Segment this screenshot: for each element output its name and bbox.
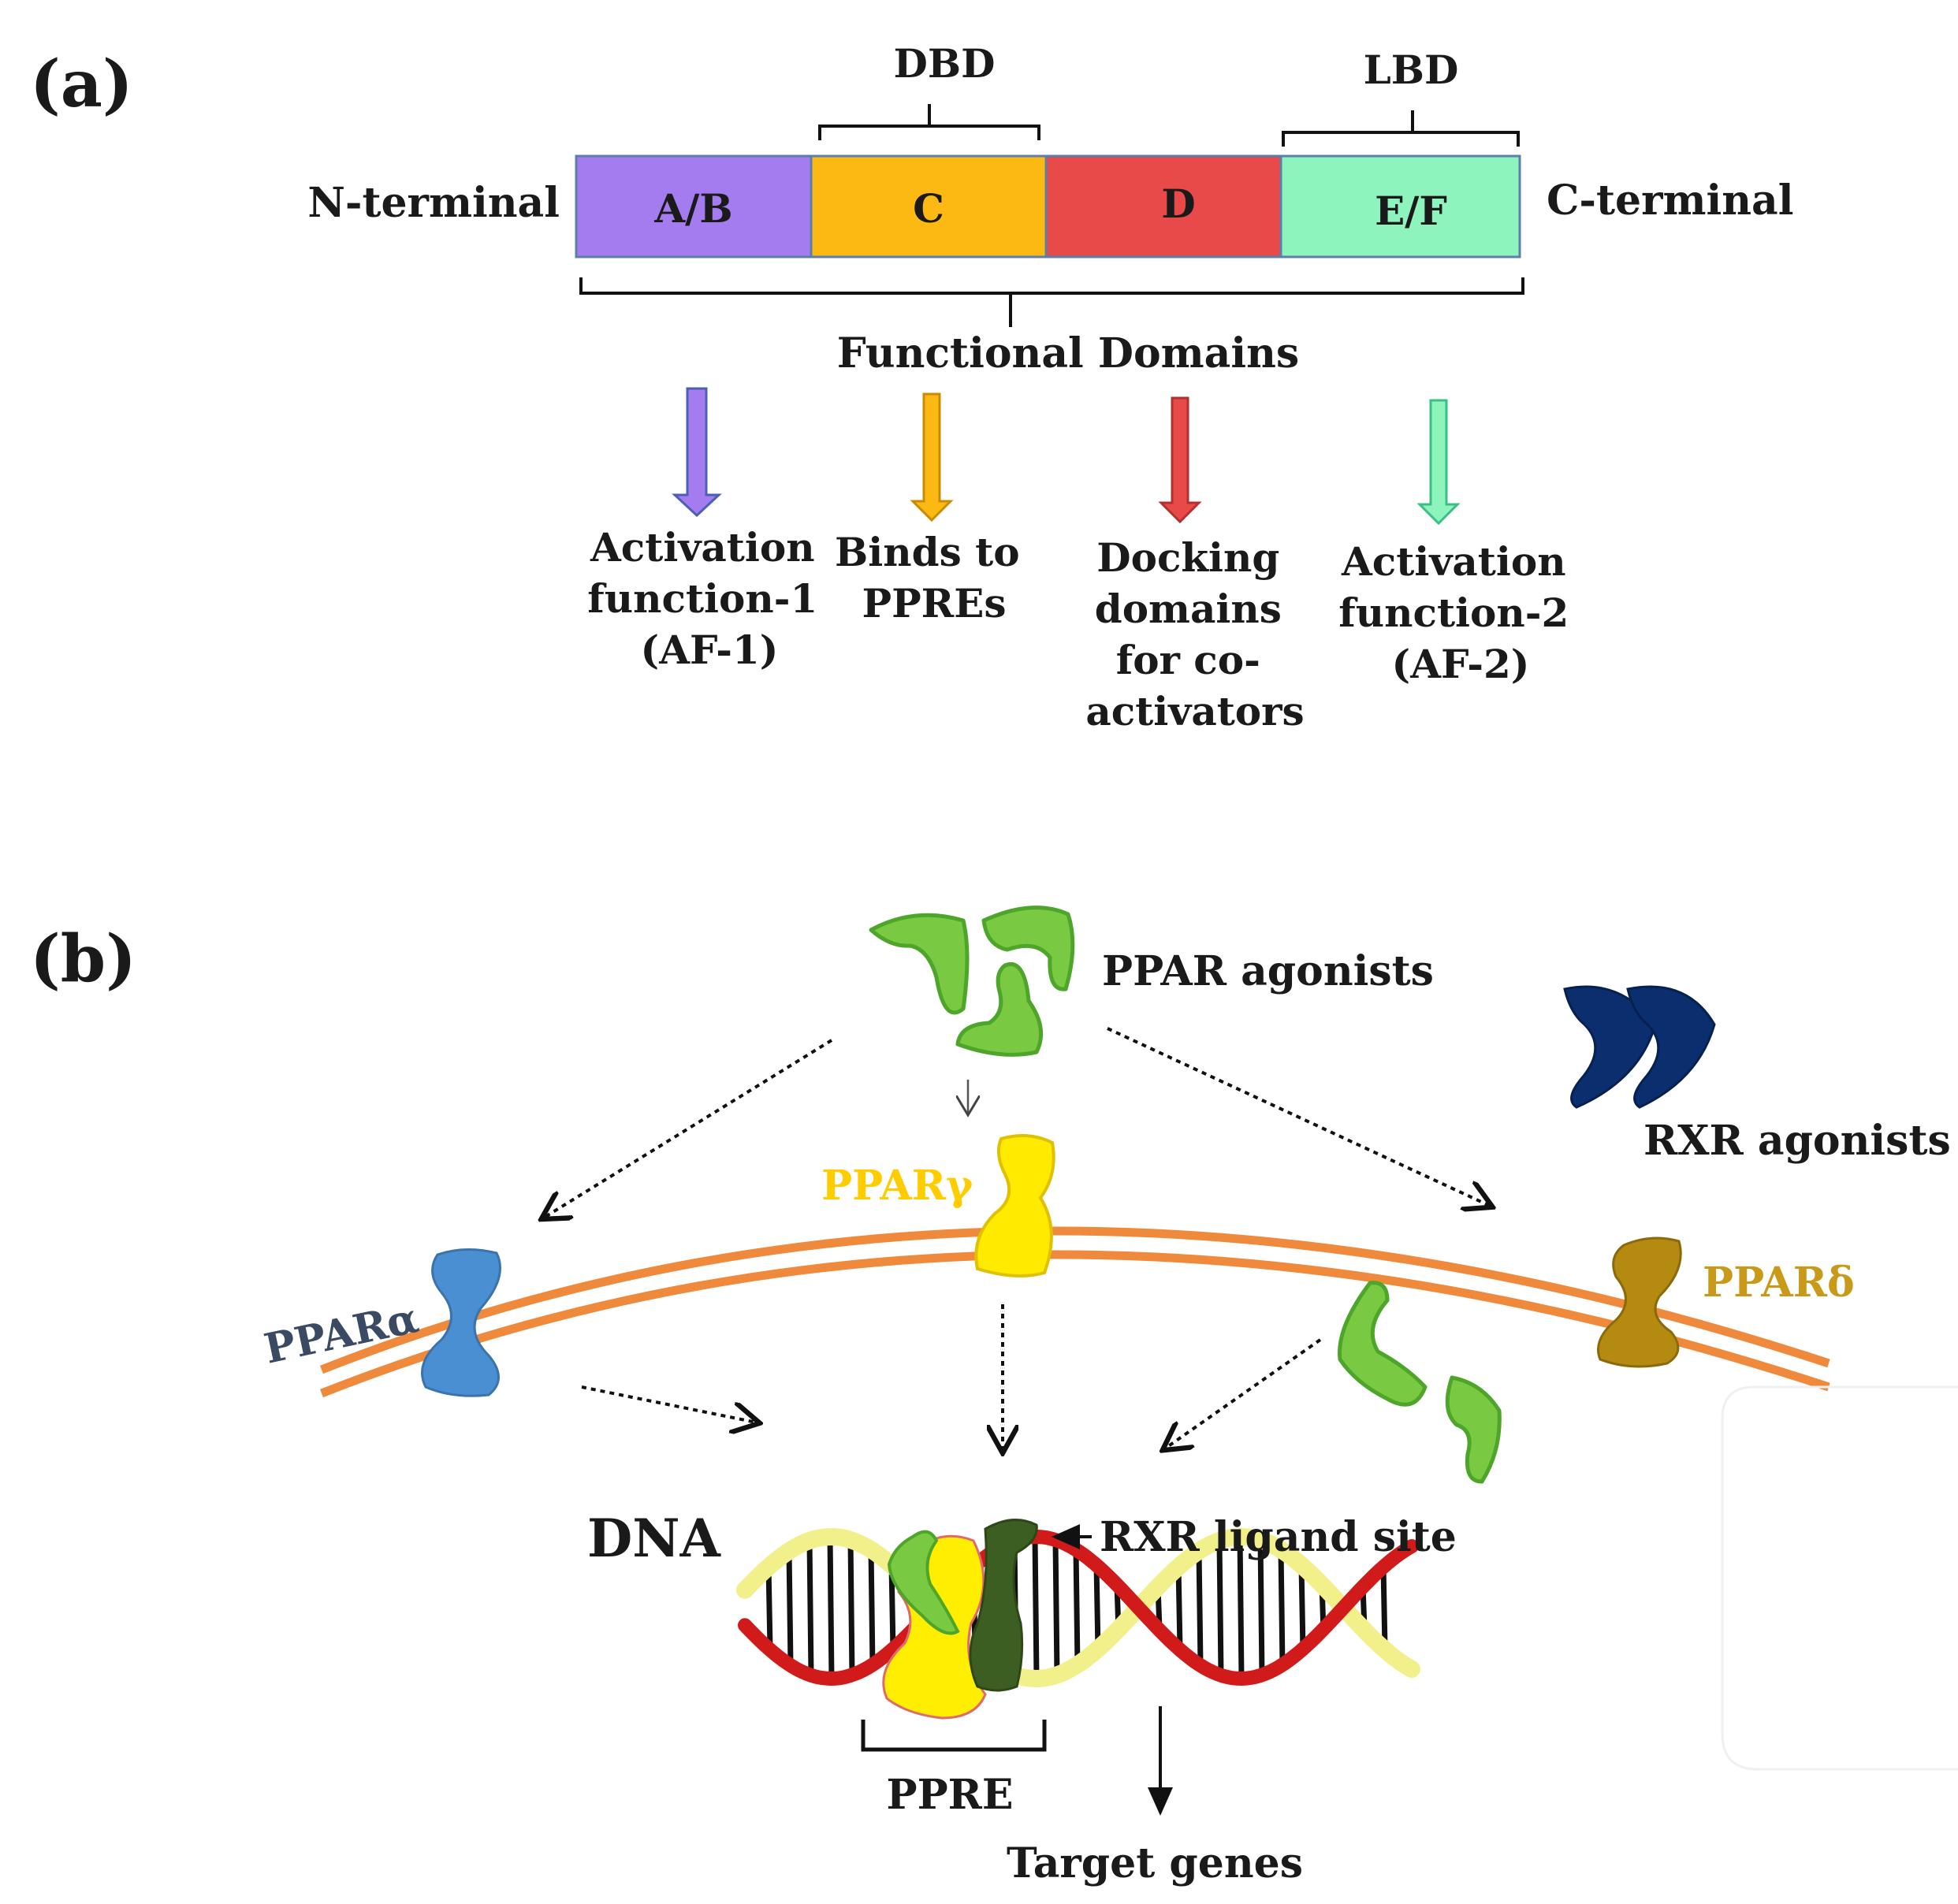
ppre-bracket: [861, 1720, 1047, 1752]
panel-b-label: (b): [30, 921, 136, 997]
dna-base-pair: [786, 1548, 794, 1668]
ppar-gamma-label: PPARγ: [821, 1162, 973, 1210]
function-ef-text: Activation function-2 (AF-2): [1338, 538, 1582, 687]
dna-strand-yellow: [736, 1527, 1420, 1688]
arrow-d: [1158, 396, 1202, 524]
dna-base-pair: [806, 1538, 814, 1678]
function-d-text: Docking domains for co- activators: [1085, 534, 1304, 734]
dna-base-pair: [868, 1546, 876, 1669]
dna-base-pair: [1175, 1564, 1183, 1652]
domain-ef-label: E/F: [1375, 188, 1447, 234]
domain-d: [1044, 154, 1282, 258]
functional-domains-label: Functional Domains: [837, 329, 1299, 377]
rxr-agonists-icon: [1563, 985, 1716, 1109]
arrow-agonist-to-alpha: [544, 1039, 833, 1218]
inner-ligands-icon: [1337, 1281, 1502, 1484]
dna-base-pair: [1380, 1564, 1388, 1652]
ppar-delta-receptor: [1597, 1236, 1682, 1368]
dna-base-pair: [827, 1534, 835, 1682]
arrow-ab: [672, 387, 722, 518]
function-ab-text: Activation function-1 (AF-1): [587, 524, 831, 673]
dna-base-pair: [1216, 1538, 1224, 1678]
ppar-agonists-icon: [869, 906, 1075, 1057]
arrow-ef: [1416, 399, 1461, 526]
domain-c: [810, 154, 1048, 258]
dna-strand-red: [738, 1529, 1419, 1686]
arrow-agonist-to-delta: [1107, 1027, 1490, 1206]
dbd-bracket: [818, 104, 1040, 140]
domain-c-label: C: [913, 185, 944, 232]
dna-base-pairs: [765, 1534, 1388, 1682]
dna-base-pair: [1032, 1534, 1040, 1682]
heterodimer-complex: [882, 1519, 1038, 1720]
panel-a: (a) DBD LBD N-terminal C-terminal A/B C …: [30, 40, 1794, 734]
dna-label: DNA: [587, 1508, 721, 1569]
rxr-ligand-site-label: RXR ligand site: [1100, 1513, 1457, 1561]
domain-ab: [575, 154, 813, 258]
dna-base-pair: [1298, 1562, 1306, 1653]
target-genes-label: Target genes: [1007, 1839, 1303, 1887]
ppar-delta-label: PPARδ: [1703, 1259, 1855, 1307]
arrow-ligand-to-dna: [1165, 1338, 1322, 1448]
arrow-alpha-to-dna: [581, 1385, 757, 1422]
dna-base-pair: [1196, 1548, 1204, 1668]
domain-bar: A/B C D E/F: [575, 154, 1521, 258]
dna-base-pair: [847, 1537, 855, 1679]
lbd-bracket: [1282, 110, 1520, 147]
n-terminal-label: N-terminal: [307, 179, 560, 227]
dbd-label: DBD: [894, 40, 996, 87]
functional-domains-bracket: [579, 277, 1524, 327]
cell-outline: [1721, 1385, 1958, 1771]
nuclear-membrane: [319, 1226, 1830, 1398]
domain-d-label: D: [1161, 180, 1195, 227]
ppar-agonists-label: PPAR agonists: [1102, 947, 1434, 995]
ppar-alpha-receptor: [421, 1248, 501, 1397]
domain-ef: [1279, 154, 1521, 258]
dna-base-pair: [1237, 1534, 1245, 1682]
dna-base-pair: [1052, 1537, 1060, 1679]
ligand-dna-bound: [887, 1530, 960, 1635]
panel-b: (b) PPAR agonists RXR agonists PPARγ: [30, 906, 1958, 1887]
ppar-gamma-receptor: [974, 1134, 1055, 1277]
function-c-text: Binds to PPREs: [835, 529, 1033, 627]
c-terminal-label: C-terminal: [1547, 177, 1794, 225]
arrow-c: [910, 392, 954, 522]
dna-base-pair: [1257, 1537, 1265, 1679]
domain-ab-label: A/B: [653, 185, 732, 232]
rxr-dna-bound: [969, 1519, 1038, 1692]
panel-a-label: (a): [30, 46, 133, 122]
ppre-label: PPRE: [886, 1771, 1013, 1819]
dna-base-pair: [765, 1564, 773, 1652]
rxr-agonists-label: RXR agonists: [1643, 1117, 1951, 1165]
dna-base-pair: [1278, 1546, 1286, 1669]
dna-base-pair: [1093, 1562, 1101, 1653]
dna-helix: [736, 1527, 1420, 1688]
lbd-label: LBD: [1364, 46, 1459, 93]
dna-base-pair: [1073, 1546, 1081, 1669]
